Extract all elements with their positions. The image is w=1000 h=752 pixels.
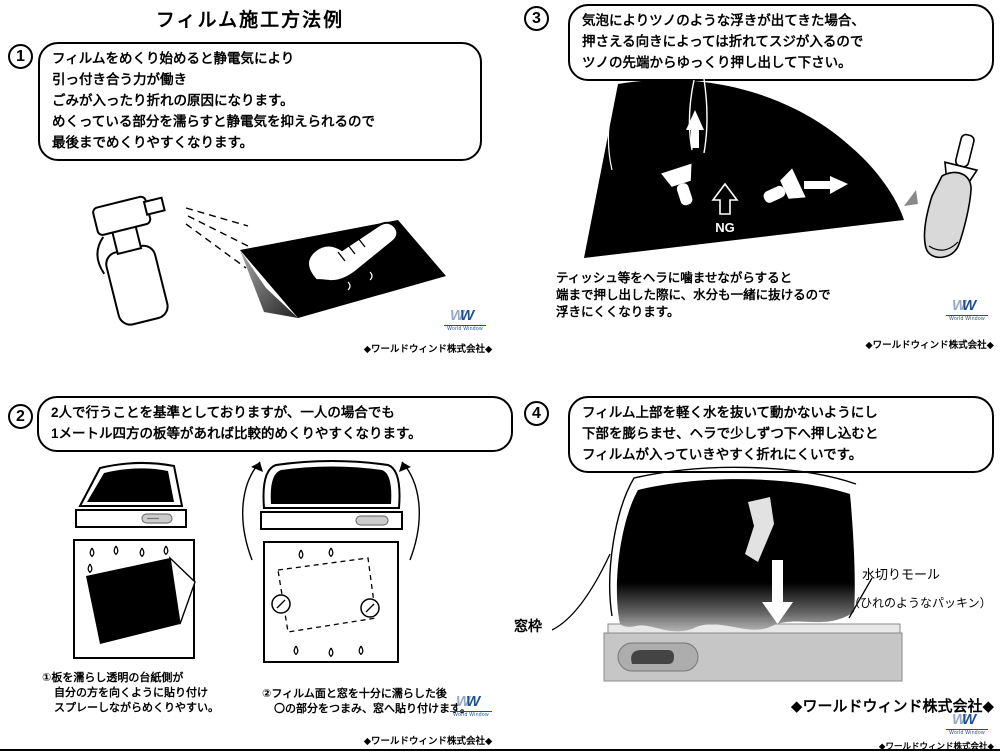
window-frame-line bbox=[609, 466, 857, 617]
page-title: フィルム施工方法例 bbox=[155, 10, 345, 31]
ww-logo-mark: W W bbox=[444, 308, 486, 323]
squeegee-blade-icon bbox=[745, 497, 774, 562]
step-2-bubble-line: 1メートル四方の板等があれば比較的めくりやすくなります。 bbox=[51, 425, 422, 441]
ww-logo-mark: W W bbox=[946, 712, 988, 727]
molding-pointer-line bbox=[848, 577, 873, 619]
squeegee-icon bbox=[661, 110, 704, 206]
step-4-bubble: フィルム上部を軽く水を抜いて動かないようにし 下部を膨らませ、ヘラで少しずつ下へ… bbox=[568, 396, 994, 473]
ww-logo-w1: W bbox=[456, 693, 471, 710]
ww-logo-mark: W W bbox=[946, 298, 988, 313]
step-1-bubble: フィルムをめくり始めると静電気により 引っ付き合う力が働き ごみが入ったり折れの… bbox=[38, 42, 482, 161]
step-1-bubble-line: フィルムをめくり始めると静電気により bbox=[52, 51, 295, 66]
note-line: 端まで押し出した際に、水分も一緒に抜けるので bbox=[556, 288, 831, 302]
step-1-bubble-line: 引っ付き合う力が働き bbox=[52, 71, 187, 87]
step-1-bubble-line: 最後までめくりやすくなります。 bbox=[52, 134, 254, 150]
board-window-left-icon bbox=[73, 461, 196, 659]
packing-label: （ひれのようなパッキン） bbox=[848, 596, 992, 610]
spray-mist-icon bbox=[185, 207, 253, 269]
step-4-bubble-line: フィルム上部を軽く水を抜いて動かないようにし bbox=[582, 405, 878, 420]
hand-finger-lines bbox=[337, 237, 366, 262]
step-1-number: 1 bbox=[8, 44, 33, 69]
caption-line: スプレーしながらめくりやすい。 bbox=[54, 702, 219, 715]
glass-film-icon bbox=[616, 479, 855, 632]
note-line: 浮きにくくなります。 bbox=[556, 305, 680, 319]
ww-logo-mark: W W bbox=[450, 694, 492, 709]
window-frame-label: 窓枠 bbox=[514, 618, 542, 634]
step-2-caption-right: ②フィルム面と窓を十分に濡らした後 〇の部分をつまみ、窓へ貼り付けます。 bbox=[262, 687, 471, 717]
page-bottom-rule bbox=[0, 749, 1000, 751]
step-4-number: 4 bbox=[524, 401, 549, 426]
step-2-caption-left: ①板を濡らし透明の台紙側が 自分の方を向くように貼り付け スプレーしながらめくり… bbox=[42, 671, 219, 717]
flip-arrow-left bbox=[242, 461, 261, 561]
caption-line: 自分の方を向くように貼り付け bbox=[54, 687, 208, 700]
ww-logo-w1: W bbox=[952, 297, 967, 314]
caption-line: ②フィルム面と窓を十分に濡らした後 bbox=[262, 688, 447, 700]
spray-film-illustration bbox=[92, 195, 446, 326]
ww-logo-w2: W bbox=[466, 693, 481, 710]
ww-logo-w1: W bbox=[450, 307, 465, 324]
window-frame-pointer-line bbox=[552, 553, 611, 631]
step-2-number: 2 bbox=[8, 404, 33, 429]
step-3-bubble: 気泡によりツノのような浮きが出てきた場合、 押さえる向きによっては折れてスジが入… bbox=[568, 4, 994, 81]
ww-logo-w1: W bbox=[952, 711, 967, 728]
spray-bottle-icon bbox=[92, 195, 169, 326]
ww-logo: W W World Window bbox=[946, 298, 988, 322]
window-film-icon bbox=[584, 78, 904, 258]
ww-logo: W W World Window bbox=[444, 308, 486, 332]
ng-arrow-icon: NG bbox=[711, 182, 739, 235]
ww-logo-subtext: World Window bbox=[444, 325, 486, 332]
door-film-illustration bbox=[552, 466, 903, 682]
ww-logo-subtext: World Window bbox=[450, 711, 492, 718]
ww-logo-w2: W bbox=[962, 297, 977, 314]
squeegee-icon bbox=[763, 168, 848, 203]
ng-label: NG bbox=[715, 220, 735, 235]
door-handle-icon bbox=[617, 642, 699, 672]
step-3-number: 3 bbox=[524, 6, 549, 31]
ww-logo: W W World Window bbox=[946, 712, 988, 736]
board-window-right-icon bbox=[242, 460, 420, 663]
molding-label: 水切りモール bbox=[862, 567, 941, 582]
caption-line: 〇の部分をつまみ、窓へ貼り付けます。 bbox=[274, 703, 471, 716]
down-arrow-icon bbox=[762, 560, 793, 624]
step-2-bubble: 2人で行うことを基準としておりますが、一人の場合でも 1メートル四方の板等があれ… bbox=[37, 396, 513, 452]
company-name-large: ◆ワールドウィンド株式会社◆ bbox=[790, 698, 994, 715]
step-2-bubble-line: 2人で行うことを基準としておりますが、一人の場合でも bbox=[51, 405, 395, 420]
step-4-bubble-line: フィルムが入っていきやすく折れにくいです。 bbox=[582, 446, 863, 462]
step-1-bubble-line: めくっている部分を濡らすと静電気を抑えられるので bbox=[52, 113, 376, 129]
tissue-squeegee-icon bbox=[904, 133, 979, 259]
board-window-illustration bbox=[73, 460, 420, 663]
step-3-bubble-line: ツノの先端からゆっくり押し出して下さい。 bbox=[582, 54, 852, 70]
company-name: ◆ワールドウィンド株式会社◆ bbox=[865, 340, 994, 351]
step-3-bubble-line: 気泡によりツノのような浮きが出てきた場合、 bbox=[582, 13, 865, 28]
flip-arrow-right bbox=[401, 461, 420, 561]
ww-logo-w2: W bbox=[962, 711, 977, 728]
company-name: ◆ワールドウィンド株式会社◆ bbox=[363, 736, 493, 747]
ww-logo-w2: W bbox=[460, 307, 475, 324]
step-4-bubble-line: 下部を膨らませ、ヘラで少しずつ下へ押し込むと bbox=[582, 425, 879, 441]
bubble-pushout-illustration: NG bbox=[584, 78, 979, 259]
note-line: ティッシュ等をヘラに噛ませながらすると bbox=[556, 271, 793, 285]
step-3-bubble-line: 押さえる向きによっては折れてスジが入るので bbox=[582, 33, 864, 49]
ww-logo-subtext: World Window bbox=[946, 315, 988, 322]
company-name: ◆ワールドウィンド株式会社◆ bbox=[878, 741, 994, 751]
company-name: ◆ワールドウィンド株式会社◆ bbox=[363, 344, 493, 355]
step-3-note: ティッシュ等をヘラに噛ませながらすると 端まで押し出した際に、水分も一緒に抜ける… bbox=[556, 270, 831, 321]
caption-line: ①板を濡らし透明の台紙側が bbox=[42, 672, 184, 684]
ww-logo: W W World Window bbox=[450, 694, 492, 718]
step-1-bubble-line: ごみが入ったり折れの原因になります。 bbox=[52, 92, 294, 108]
ww-logo-subtext: World Window bbox=[946, 729, 988, 736]
